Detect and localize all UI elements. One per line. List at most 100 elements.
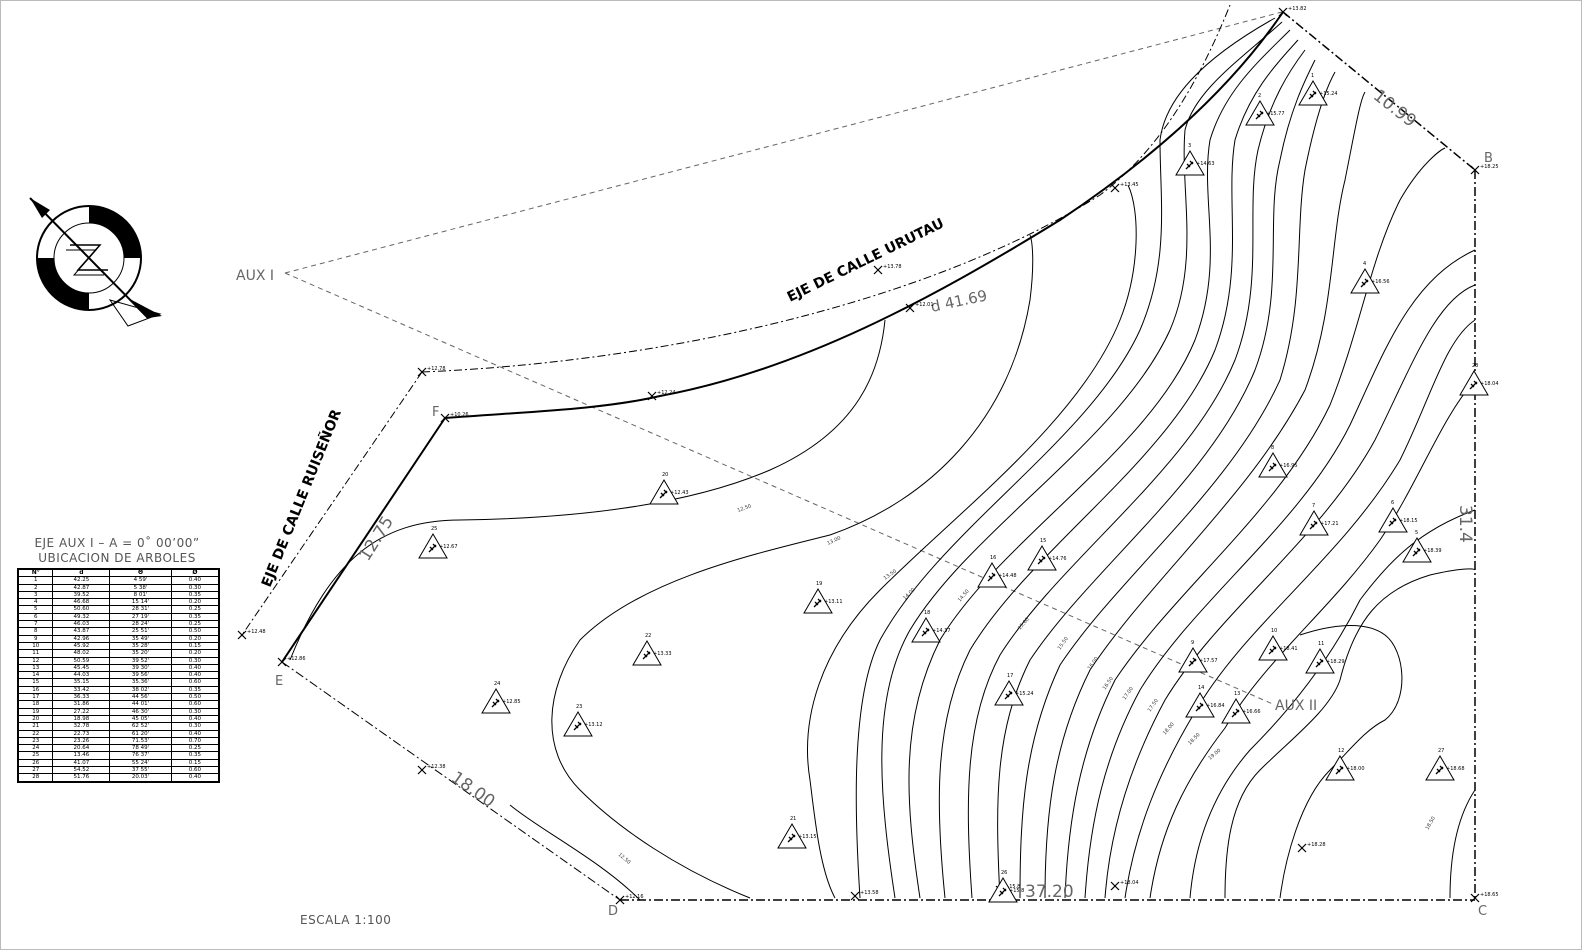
contour-label: 12.50 <box>617 852 632 866</box>
vertex-c: C <box>1478 904 1487 919</box>
table-cell: 0.20 <box>170 598 220 607</box>
table-cell: 0.40 <box>170 671 220 680</box>
tree-number: 20 <box>662 472 668 478</box>
tree-elevation: +17.21 <box>1320 521 1339 527</box>
contour-label: 14.50 <box>957 588 971 603</box>
table-cell: 0.60 <box>170 765 220 775</box>
table-cell: 71.53' <box>109 736 172 746</box>
table-cell: 0.30 <box>170 583 220 592</box>
spot-elevations: +13.82+18.25+18.65+12.16+12.86+10.26+12.… <box>237 6 1499 905</box>
spot-elevation-label: +18.04 <box>1120 880 1139 886</box>
tree-triangle-icon <box>777 823 807 849</box>
table-cell: 0.30 <box>170 656 220 665</box>
tree-triangle-icon <box>1305 648 1335 674</box>
tree-marker: 8+16.95 <box>1258 445 1298 478</box>
contour-label: 18.50 <box>1187 732 1201 746</box>
tree-triangle-icon <box>1378 507 1408 533</box>
contour-label: 15.00 <box>1017 616 1031 631</box>
street-urutau-label: EJE DE CALLE URUTAU <box>785 216 947 306</box>
tree-number: 10 <box>1271 628 1277 634</box>
tree-triangle-icon <box>481 688 511 714</box>
col-distance: d <box>52 568 111 578</box>
table-cell: 18 <box>17 700 54 709</box>
tree-number: 16 <box>990 555 996 561</box>
col-number: N° <box>17 568 54 578</box>
tree-marker: 3+14.63 <box>1175 143 1215 176</box>
table-cell: 13 <box>17 663 54 673</box>
tree-triangle-icon <box>1027 545 1057 571</box>
table-cell: 5 <box>17 605 54 614</box>
aux-1-label: AUX I <box>236 268 274 284</box>
table-cell: 35.36' <box>109 678 172 687</box>
tree-triangle-icon <box>1258 452 1288 478</box>
spot-elevation-marker: +18.65 <box>1470 892 1499 903</box>
table-cell: 22 <box>17 729 54 738</box>
vertex-b: B <box>1484 151 1493 166</box>
table-cell: 41.07 <box>52 758 111 768</box>
street-axis-lines <box>241 4 1231 636</box>
tree-elevation: +12.67 <box>439 544 458 550</box>
contour-label: 17.00 <box>1122 686 1135 701</box>
tree-markers: 1+15.242+15.773+14.634+16.5628+18.048+16… <box>418 73 1499 903</box>
aux-lines <box>284 11 1283 706</box>
spot-elevation-marker: +13.58 <box>850 890 879 901</box>
table-cell: 28 31' <box>109 605 172 614</box>
table-cell: 8 <box>17 627 54 636</box>
spot-elevation-label: +12.16 <box>625 894 644 900</box>
contour-label: 18.50 <box>1425 816 1437 831</box>
spot-elevation-label: +10.26 <box>450 412 469 418</box>
table-cell: 0.60 <box>170 700 220 709</box>
tree-number: 17 <box>1007 673 1013 679</box>
tree-marker: 1+15.24 <box>1298 73 1338 106</box>
tree-marker: 14+16.84 <box>1185 685 1225 718</box>
table-cell: 22.73 <box>52 729 111 738</box>
table-cell: 51.76 <box>52 773 111 783</box>
street-ruisenor-label: EJE DE CALLE RUISEÑOR <box>258 407 345 590</box>
tree-number: 24 <box>494 681 500 687</box>
table-cell: 0.40 <box>170 714 220 724</box>
tree-number: 4 <box>1363 261 1366 267</box>
table-cell: 50.60 <box>52 605 111 614</box>
table-cell: 20 <box>17 714 54 724</box>
table-cell: 0.50 <box>170 693 220 702</box>
tree-number: 27 <box>1438 748 1444 754</box>
table-cell: 43.87 <box>52 627 111 636</box>
table-cell: 78 49' <box>109 744 172 753</box>
spot-elevation-marker: +12.38 <box>417 764 446 775</box>
table-cell: 0.40 <box>170 576 220 585</box>
tree-marker: 7+17.21 <box>1299 503 1339 536</box>
table-cell: 18.98 <box>52 714 111 724</box>
table-cell: 21 <box>17 722 54 731</box>
contour-label: 17.50 <box>1147 698 1160 713</box>
col-diameter: Ø <box>170 568 220 578</box>
table-cell: 1 <box>17 576 54 585</box>
table-cell: 54.52 <box>52 765 111 775</box>
tree-marker: 2+15.77 <box>1245 93 1285 126</box>
tree-elevation: +13.12 <box>584 722 603 728</box>
tree-marker: 17+15.24 <box>994 673 1034 706</box>
spot-elevation-label: +18.65 <box>1480 892 1499 898</box>
table-cell: 7 <box>17 620 54 629</box>
tree-elevation: +16.66 <box>1242 709 1261 715</box>
vertex-e: E <box>275 674 283 689</box>
contour-lines <box>289 17 1476 901</box>
tree-marker: 22+13.33 <box>632 633 672 666</box>
table-cell: 23.26 <box>52 736 111 746</box>
table-cell: 17 <box>17 693 54 702</box>
tree-number: 1 <box>1311 73 1314 79</box>
table-cell: 35 20' <box>109 649 172 658</box>
tree-number: 3 <box>1188 143 1191 149</box>
table-cell: 39 52' <box>109 656 172 665</box>
